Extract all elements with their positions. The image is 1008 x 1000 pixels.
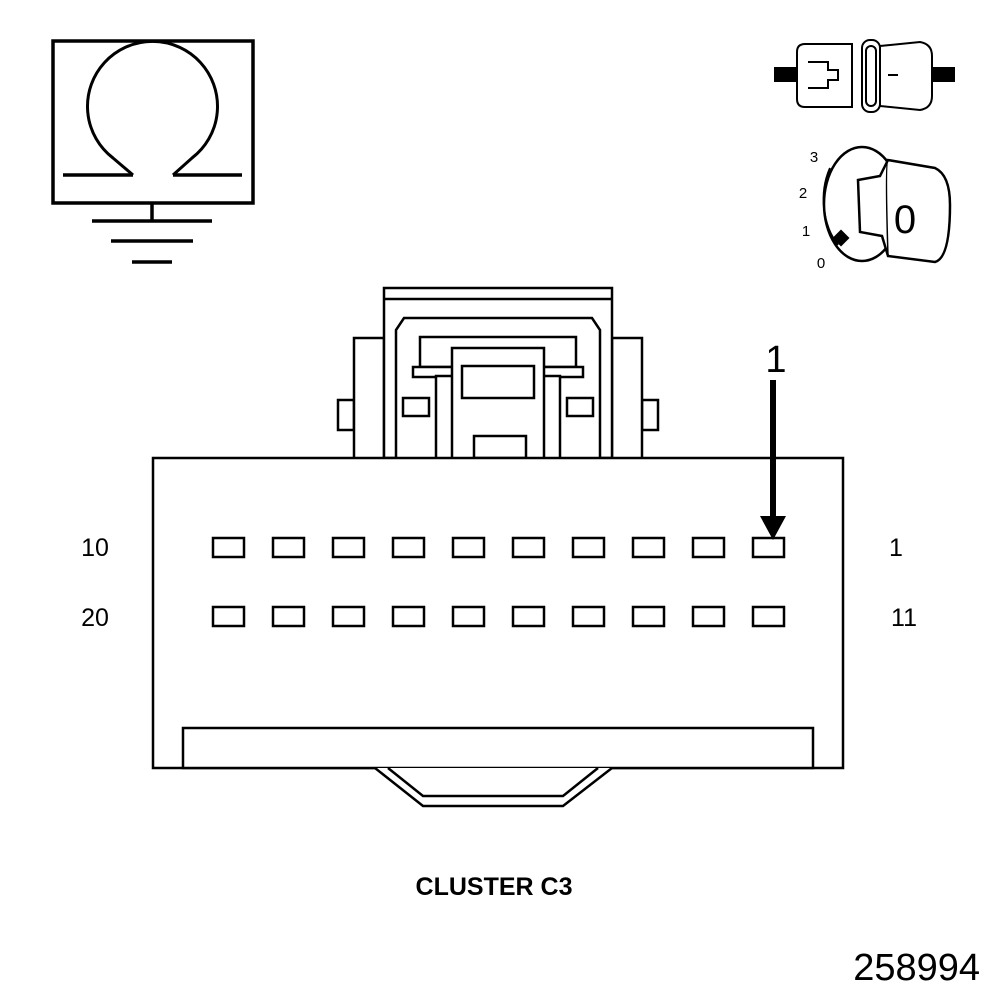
ignition-position-0: 0 — [817, 255, 825, 272]
pin-cavity-7 — [391, 536, 426, 559]
connector-body — [151, 456, 845, 808]
pin-label-row2-left: 20 — [81, 604, 109, 632]
pin-cavity-2 — [691, 536, 726, 559]
ignition-position-1: 1 — [802, 223, 810, 240]
pin-cavity-17 — [391, 605, 426, 628]
ignition-key-label: 0 — [894, 198, 916, 242]
connector-caption: CLUSTER C3 — [416, 873, 573, 901]
pin-cavity-15 — [511, 605, 546, 628]
pin-cavity-3 — [631, 536, 666, 559]
figure-id: 258994 — [853, 947, 980, 989]
pin-cavity-13 — [631, 605, 666, 628]
pin-cavity-11 — [751, 605, 786, 628]
ignition-position-2: 2 — [799, 185, 807, 202]
pin-label-row2-right: 11 — [891, 604, 917, 632]
ignition-key-icon: 0 3 2 1 0 — [799, 145, 952, 272]
pin-cavity-4 — [571, 536, 606, 559]
pin-cavity-19 — [271, 605, 306, 628]
pin-cavity-16 — [451, 605, 486, 628]
pin-cavity-6 — [451, 536, 486, 559]
pin-cavity-1 — [751, 536, 786, 559]
pin-cavity-8 — [331, 536, 366, 559]
pin-cavity-9 — [271, 536, 306, 559]
pin-cavity-5 — [511, 536, 546, 559]
pin-cavity-20 — [211, 605, 246, 628]
pin-cavity-12 — [691, 605, 726, 628]
ohmmeter-ground-icon — [51, 39, 255, 264]
pin-label-row1-right: 1 — [889, 534, 903, 562]
pin-grid — [211, 536, 786, 628]
connector-latch — [336, 286, 660, 460]
callout-label: 1 — [765, 339, 786, 381]
disconnected-connector-icon — [774, 39, 955, 113]
ignition-position-3: 3 — [810, 149, 818, 166]
pin-cavity-18 — [331, 605, 366, 628]
pin-cavity-14 — [571, 605, 606, 628]
pin-label-row1-left: 10 — [81, 534, 109, 562]
callout-arrow — [760, 380, 786, 540]
pin-cavity-10 — [211, 536, 246, 559]
